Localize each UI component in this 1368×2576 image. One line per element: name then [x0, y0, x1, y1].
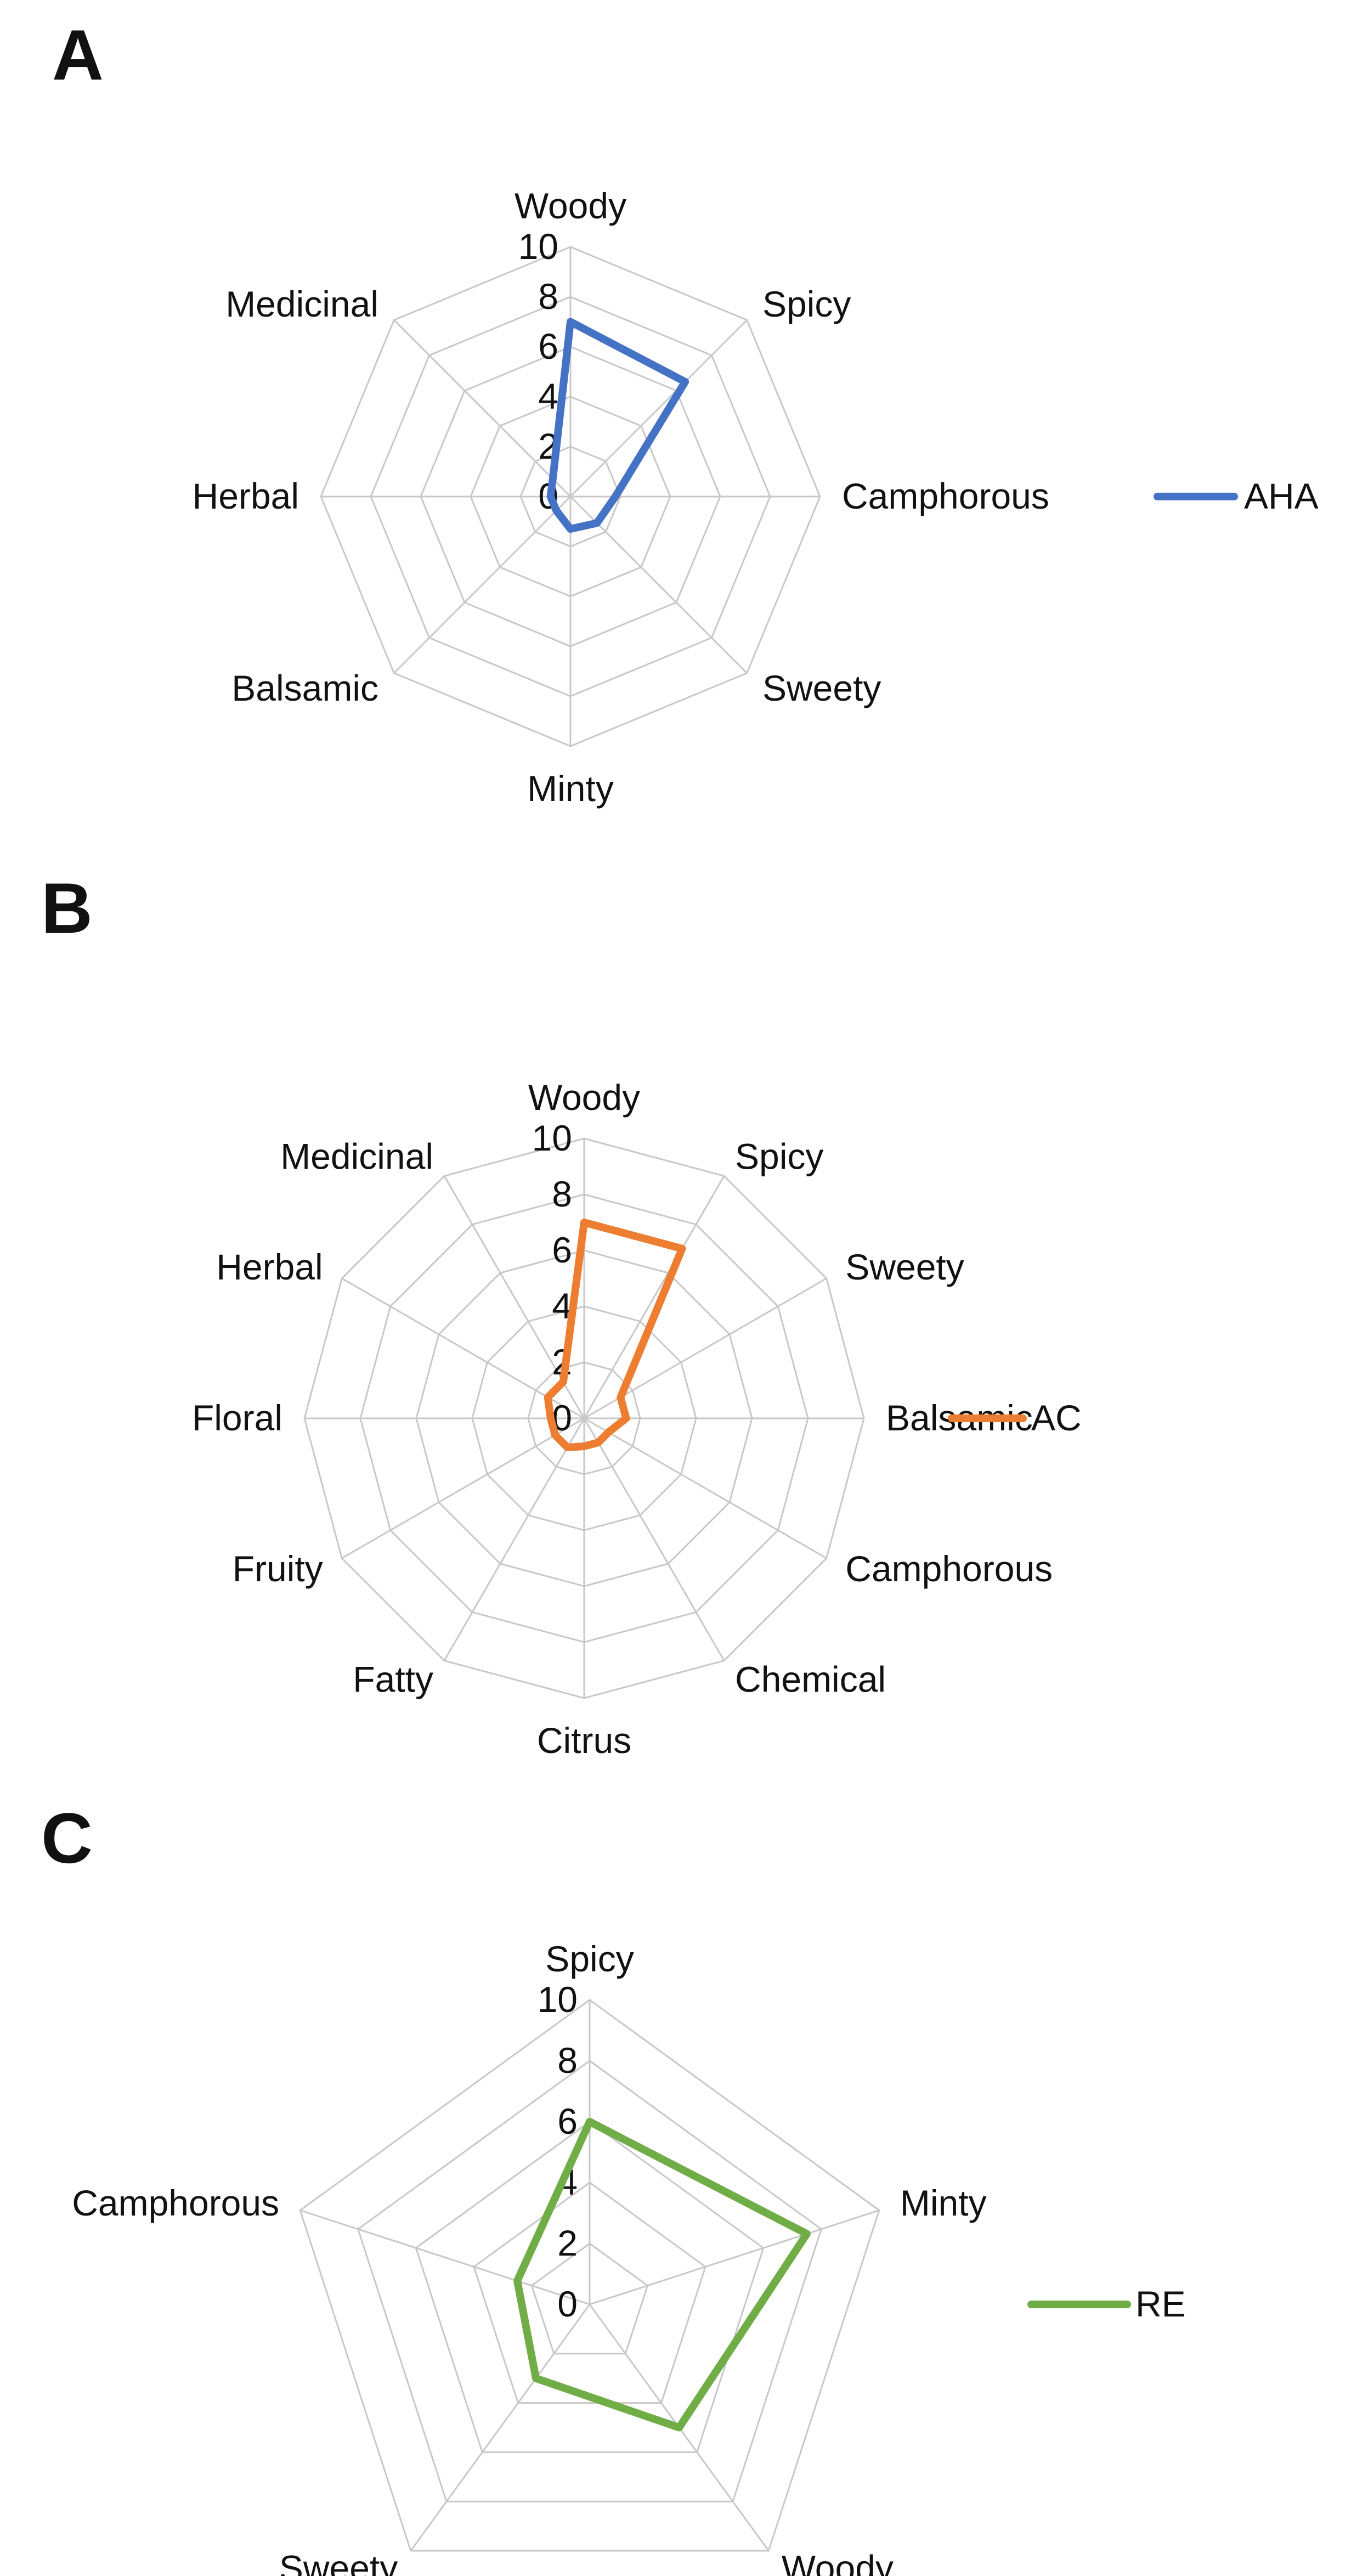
grid-ring	[357, 2060, 823, 2502]
axis-spoke	[393, 319, 572, 498]
axis-label: Woody	[515, 185, 626, 226]
grid-ring	[299, 1999, 880, 2552]
axis-label: Balsamic	[231, 668, 378, 708]
tick-label: 6	[538, 326, 558, 367]
tick-label: 8	[538, 276, 558, 317]
axis-label: Sweety	[762, 668, 881, 708]
grid-ring	[530, 2242, 649, 2355]
axis-label: Camphorous	[842, 476, 1049, 516]
axis-label: Herbal	[216, 1247, 323, 1287]
axis-spoke	[583, 1418, 725, 1661]
axis-label: Fruity	[233, 1548, 323, 1589]
panel-letter: C	[41, 1798, 93, 1878]
axis-label: Medicinal	[225, 284, 378, 324]
axis-spoke	[341, 1417, 585, 1559]
tick-label: 10	[518, 226, 558, 267]
radar-chart-a: A0246810WoodySpicyCamphorousSweetyMintyB…	[52, 15, 1319, 809]
tick-label: 10	[532, 1118, 572, 1158]
tick-label: 6	[557, 2101, 578, 2141]
axis-spoke	[583, 1175, 725, 1419]
radar-chart-c: C0246810SpicyMintyWoodySweetyCamphorousR…	[41, 1798, 1186, 2576]
grid-ring	[473, 2182, 706, 2404]
axis-spoke	[569, 319, 748, 498]
tick-label: 8	[557, 2040, 578, 2081]
axis-label: Minty	[900, 2183, 987, 2223]
axis-label: Fatty	[353, 1659, 433, 1699]
axis-spoke	[341, 1277, 585, 1419]
radar-chart-b: B0246810WoodySpicySweetyBalsamicCamphoro…	[41, 868, 1082, 1761]
legend-label: AHA	[1244, 476, 1319, 516]
axis-label: Herbal	[193, 476, 299, 516]
tick-label: 0	[557, 2284, 578, 2324]
axis-label: Medicinal	[280, 1136, 433, 1177]
series-line-re	[513, 2118, 811, 2432]
tick-label: 6	[552, 1230, 572, 1270]
panel-letter: B	[41, 868, 93, 948]
axis-label: Spicy	[545, 1938, 634, 1979]
axis-label: Minty	[527, 768, 614, 809]
axis-spoke	[443, 1418, 585, 1661]
legend-label: RE	[1135, 2284, 1186, 2324]
tick-label: 4	[538, 376, 558, 416]
axis-label: Sweety	[845, 1247, 964, 1287]
axis-label: Spicy	[735, 1136, 823, 1177]
axis-spoke	[410, 2304, 591, 2551]
axis-spoke	[569, 495, 748, 674]
axis-label: Sweety	[279, 2547, 398, 2576]
tick-label: 2	[557, 2223, 578, 2263]
tick-label: 8	[552, 1174, 572, 1214]
axis-label: Floral	[192, 1397, 282, 1438]
series-line-ac	[544, 1219, 686, 1451]
axis-spoke	[299, 2209, 590, 2306]
axis-label: Camphorous	[72, 2183, 279, 2223]
legend-label: AC	[1031, 1397, 1082, 1438]
axis-spoke	[584, 1417, 827, 1559]
series-line-aha	[546, 318, 689, 533]
axis-spoke	[393, 495, 572, 674]
panel-letter: A	[52, 15, 104, 95]
axis-label: Camphorous	[845, 1548, 1053, 1589]
grid-ring	[415, 2121, 765, 2453]
axis-spoke	[589, 2209, 880, 2306]
axis-label: Citrus	[537, 1720, 631, 1761]
axis-label: Spicy	[762, 284, 851, 324]
tick-label: 10	[538, 1979, 578, 2020]
axis-label: Woody	[528, 1077, 640, 1118]
axis-label: Woody	[782, 2547, 894, 2576]
axis-label: Chemical	[735, 1659, 886, 1699]
